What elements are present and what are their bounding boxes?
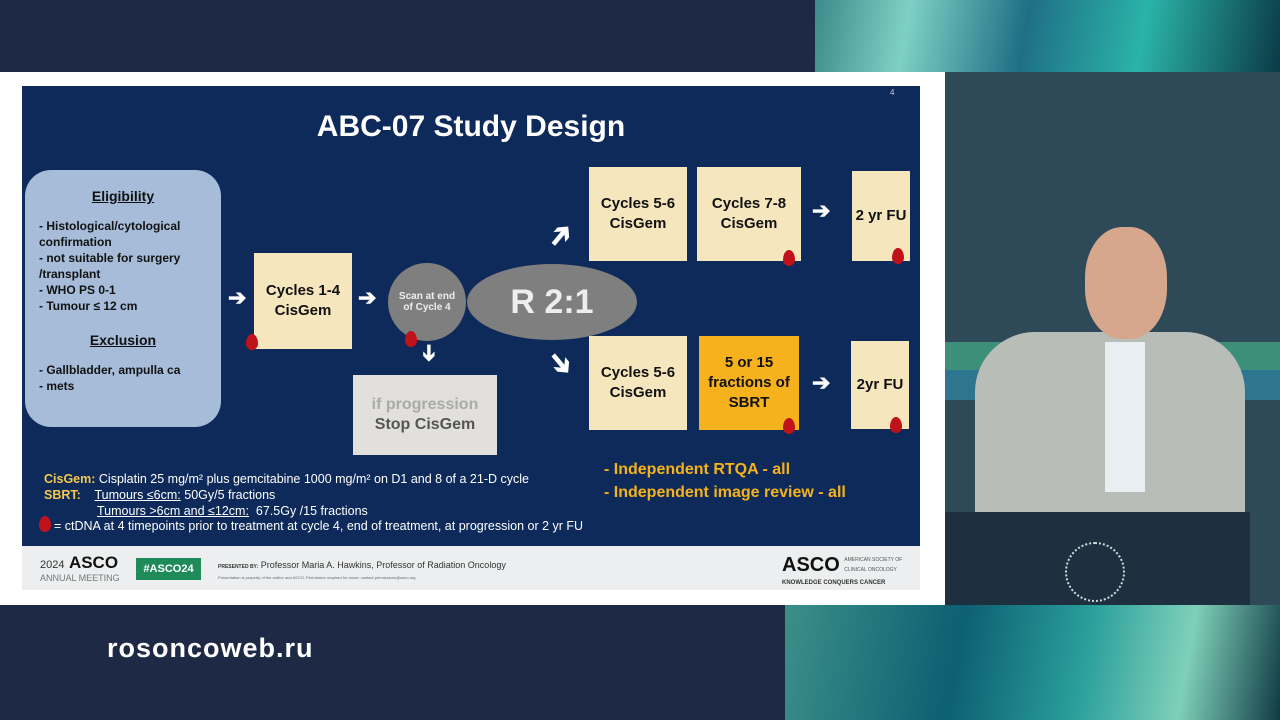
- ctdna-drop-icon: [246, 334, 258, 350]
- arm-top-cycles-7-8: Cycles 7-8 CisGem: [697, 167, 801, 261]
- ctdna-drop-icon: [783, 250, 795, 266]
- meeting-sub: ANNUAL MEETING: [40, 573, 120, 583]
- progression-condition: if progression: [371, 396, 479, 413]
- speaker-video: [945, 72, 1280, 605]
- exclusion-item: - mets: [39, 379, 75, 393]
- presenter-line: PRESENTED BY: Professor Maria A. Hawkins…: [218, 560, 506, 570]
- arm-bottom-sbrt: 5 or 15 fractions of SBRT: [699, 336, 799, 430]
- ctdna-drop-icon: [39, 516, 51, 532]
- arrow-right-icon: ➔: [812, 370, 831, 395]
- speaker-head: [1085, 227, 1167, 339]
- sbrt-small-text: 50Gy/5 fractions: [184, 488, 276, 502]
- arrow-right-icon: ➔: [228, 285, 247, 310]
- presented-by-label: PRESENTED BY:: [218, 564, 259, 570]
- sbrt-small-label: Tumours ≤6cm:: [94, 488, 181, 502]
- eligibility-item: - not suitable for surgery /transplant: [39, 251, 181, 281]
- arrow-right-icon: ➔: [812, 198, 831, 223]
- asco-society-text: AMERICAN SOCIETY OF CLINICAL ONCOLOGY: [844, 557, 903, 573]
- disclaimer: Presentation is property of the author a…: [218, 575, 416, 580]
- meeting-brand: ASCO: [68, 553, 119, 572]
- exclusion-item: - Gallbladder, ampulla ca: [39, 363, 181, 377]
- arrow-right-icon: ➔: [358, 285, 377, 310]
- randomisation-oval: R 2:1: [467, 264, 637, 340]
- decorative-banner-top: [815, 0, 1280, 72]
- podium-emblem: [1065, 542, 1125, 602]
- cisgem-label: CisGem:: [44, 472, 96, 486]
- cycles-1-4-box: Cycles 1-4 CisGem: [254, 253, 352, 349]
- website-label: rosoncoweb.ru: [107, 633, 314, 663]
- eligibility-heading: Eligibility: [91, 188, 155, 204]
- asco-society-logo: ASCO AMERICAN SOCIETY OF CLINICAL ONCOLO…: [782, 555, 904, 588]
- arm-top-cycles-5-6: Cycles 5-6 CisGem: [589, 167, 687, 261]
- eligibility-item: - Tumour ≤ 12 cm: [39, 299, 138, 313]
- slide-page-number: 4: [890, 88, 895, 97]
- slide-title: ABC-07 Study Design: [316, 110, 626, 143]
- review-list: - Independent RTQA - all - Independent i…: [604, 458, 846, 504]
- ctdna-drop-icon: [783, 418, 795, 434]
- asco-tagline: KNOWLEDGE CONQUERS CANCER: [782, 580, 886, 586]
- arm-bottom-cycles-5-6: Cycles 5-6 CisGem: [589, 336, 687, 430]
- ctdna-drop-icon: [405, 331, 417, 347]
- arrow-down-icon: ➔: [417, 343, 443, 363]
- asco-meeting-logo: 2024 ASCO ANNUAL MEETING: [40, 554, 120, 584]
- scan-circle: Scan at end of Cycle 4: [388, 263, 466, 341]
- review-item: - Independent image review - all: [604, 484, 846, 501]
- progression-box: if progression Stop CisGem: [353, 375, 497, 455]
- eligibility-item: - WHO PS 0-1: [39, 283, 116, 297]
- hashtag-badge: #ASCO24: [136, 558, 201, 580]
- presenter-name: Professor Maria A. Hawkins, Professor of…: [260, 560, 506, 570]
- sbrt-large-label: Tumours >6cm and ≤12cm:: [97, 504, 249, 518]
- progression-action: Stop CisGem: [374, 416, 476, 433]
- review-item: - Independent RTQA - all: [604, 461, 791, 478]
- slide-notes: CisGem: Cisplatin 25 mg/m² plus gemcitab…: [44, 471, 604, 519]
- sbrt-label: SBRT:: [44, 488, 81, 502]
- ctdna-drop-icon: [890, 417, 902, 433]
- eligibility-item: - Histological/cytological confirmation: [39, 219, 181, 249]
- meeting-year: 2024: [40, 559, 65, 571]
- ctdna-legend: = ctDNA at 4 timepoints prior to treatme…: [54, 519, 584, 533]
- cisgem-text: Cisplatin 25 mg/m² plus gemcitabine 1000…: [98, 472, 529, 486]
- speaker-shirt: [1105, 342, 1145, 492]
- ctdna-drop-icon: [892, 248, 904, 264]
- arm-bottom-follow-up: 2yr FU: [851, 341, 909, 429]
- asco-logo-text: ASCO: [782, 554, 840, 576]
- sbrt-large-text: 67.5Gy /15 fractions: [255, 504, 368, 518]
- exclusion-heading: Exclusion: [89, 332, 157, 348]
- arm-top-follow-up: 2 yr FU: [852, 171, 910, 261]
- decorative-banner-bottom: [785, 605, 1280, 720]
- eligibility-box: Eligibility - Histological/cytological c…: [25, 170, 221, 427]
